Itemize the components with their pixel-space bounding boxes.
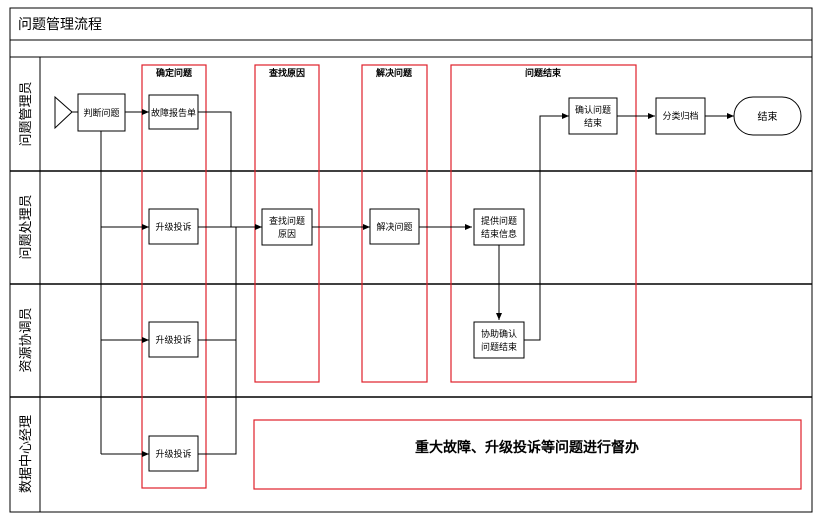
node-confirm-end-line2: 结束	[584, 117, 602, 129]
node-end: 结束	[733, 96, 802, 136]
node-assist-confirm: 协助确认 问题结束	[473, 321, 525, 359]
phase-box-find-cause	[254, 64, 320, 383]
node-solve-label: 解决问题	[376, 221, 412, 233]
phase-label-find-cause: 查找原因	[268, 67, 305, 79]
node-archive-label: 分类归档	[662, 110, 698, 122]
diagram-title: 问题管理流程	[18, 17, 102, 33]
node-assist-confirm-line2: 问题结束	[481, 341, 517, 353]
node-archive: 分类归档	[655, 97, 706, 135]
connector-escalate3-merge	[198, 340, 237, 455]
connectors	[100, 109, 734, 457]
node-escalate-3: 升级投诉	[148, 435, 199, 472]
node-confirm-end: 确认问题 结束	[568, 97, 618, 135]
phase-box-identify	[141, 64, 207, 489]
node-escalate-3-label: 升级投诉	[155, 448, 191, 460]
phase-box-solve	[361, 64, 428, 383]
connector-assist-confirm	[524, 113, 569, 341]
node-provide-end-info-line1: 提供问题	[481, 215, 517, 227]
node-fault-report-label: 故障报告单	[151, 107, 196, 119]
node-judge-label: 判断问题	[83, 107, 119, 119]
lane-label-datacenter-manager: 数据中心经理	[19, 415, 34, 493]
node-find-cause-line1: 查找问题	[269, 215, 305, 227]
node-end-label: 结束	[758, 110, 778, 123]
connector-fault-merge	[198, 111, 232, 227]
node-find-cause-line2: 原因	[278, 229, 296, 240]
phase-label-end: 问题结束	[525, 67, 562, 79]
lane-label-problem-handler: 问题处理员	[19, 194, 34, 259]
node-confirm-end-line1: 确认问题	[575, 104, 611, 116]
node-provide-end-info: 提供问题 结束信息	[473, 208, 525, 246]
node-assist-confirm-line1: 协助确认	[481, 328, 517, 340]
node-provide-end-info-line2: 结束信息	[481, 228, 517, 240]
phase-box-end	[450, 64, 637, 383]
lane-label-resource-coordinator: 资源协调员	[19, 307, 34, 372]
phase-label-solve: 解决问题	[376, 67, 413, 79]
supervision-note-box	[253, 419, 802, 490]
node-escalate-2: 升级投诉	[148, 321, 199, 358]
node-find-cause: 查找问题 原因	[261, 208, 313, 246]
node-escalate-1-label: 升级投诉	[155, 221, 191, 233]
start-triangle-icon	[54, 95, 73, 130]
node-escalate-1: 升级投诉	[148, 208, 199, 245]
supervision-note-text: 重大故障、升级投诉等问题进行督办	[415, 439, 639, 456]
node-solve: 解决问题	[369, 208, 420, 245]
node-judge: 判断问题	[77, 93, 126, 132]
phase-label-identify: 确定问题	[156, 67, 193, 79]
node-escalate-2-label: 升级投诉	[155, 334, 191, 346]
lane-label-problem-manager: 问题管理员	[19, 81, 34, 146]
outer-frame	[9, 7, 813, 513]
node-fault-report: 故障报告单	[148, 94, 199, 130]
